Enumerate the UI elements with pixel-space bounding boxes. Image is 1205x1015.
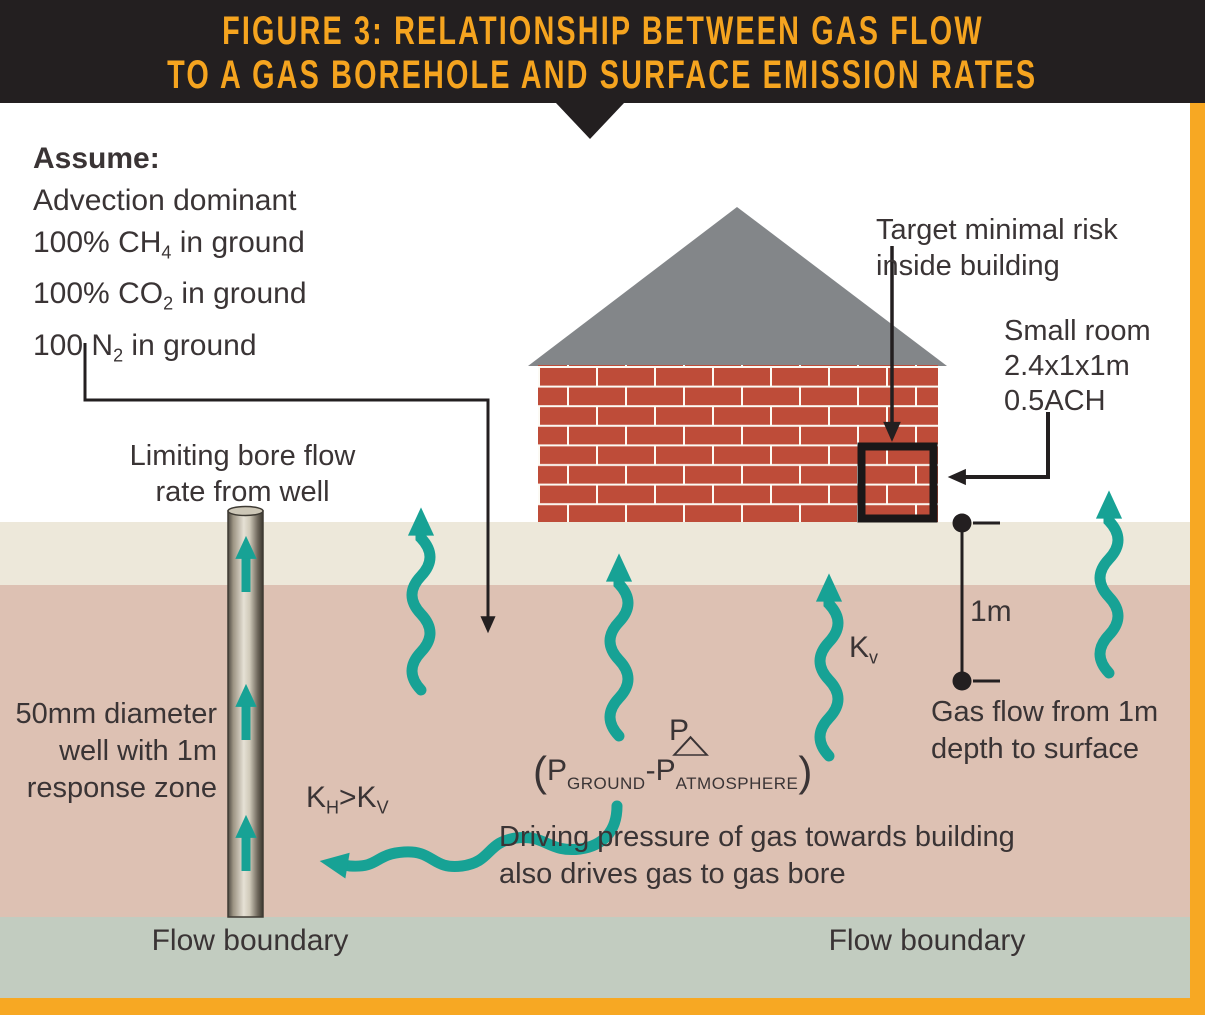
assumptions-heading: Assume: <box>33 142 160 175</box>
small-room-arrow <box>947 412 1050 486</box>
kh-gt-kv-label: KH>KV <box>306 781 389 818</box>
kv-label: Kv <box>849 631 879 668</box>
small-room-label: Small room 2.4x1x1m 0.5ACH <box>1004 314 1151 419</box>
house <box>528 207 947 523</box>
assume-connector-arrow <box>83 343 496 634</box>
flow-boundary-label-left: Flow boundary <box>151 924 349 957</box>
figure-title-line1: FIGURE 3: RELATIONSHIP BETWEEN GAS FLOW <box>221 8 984 53</box>
assumption-co2: 100% CO2 in ground <box>33 277 307 314</box>
gas-arrow-left-of-house <box>406 507 436 696</box>
figure-title-bar: FIGURE 3: RELATIONSHIP BETWEEN GAS FLOW … <box>0 0 1205 103</box>
gas-arrow-under-house <box>604 553 634 742</box>
well-line2: well with 1m <box>59 735 217 767</box>
flow-boundary-layer <box>0 917 1190 998</box>
assumptions-block: Assume: Advection dominant 100% CH4 in g… <box>33 138 307 376</box>
driving-line1: Driving pressure of gas towards building <box>499 821 1015 853</box>
annotation-connectors <box>83 246 1050 634</box>
gas-arrow-kv <box>814 573 844 762</box>
borehole-well <box>227 505 264 918</box>
assumption-n2: 100 N2 in ground <box>33 328 257 365</box>
flow-boundary-label-right: Flow boundary <box>828 924 1026 957</box>
orange-border-right <box>1190 100 1205 1015</box>
surface-layer <box>0 522 1190 585</box>
limiting-line2: rate from well <box>155 476 330 508</box>
assumption-ch4: 100% CH4 in ground <box>33 226 305 263</box>
gas-arrow-far-right <box>1094 490 1124 679</box>
ground-layer <box>0 585 1190 917</box>
limiting-line1: Limiting bore flow <box>129 440 356 472</box>
gas-flow-line2: depth to surface <box>931 733 1139 765</box>
well-line1: 50mm diameter <box>15 698 217 730</box>
driving-line2: also drives gas to gas bore <box>499 858 846 890</box>
delta-p-label: P <box>669 714 690 747</box>
small-room-outline <box>857 442 938 523</box>
one-meter-label: 1m <box>970 595 1012 628</box>
target-minimal-risk-label: Target minimal risk inside building <box>876 212 1118 284</box>
gas-arrow-to-bore <box>319 800 623 879</box>
roof <box>528 207 947 366</box>
small-room-line1: Small room <box>1004 315 1151 347</box>
gas-flow-line1: Gas flow from 1m <box>931 696 1159 728</box>
limiting-bore-flow-label: Limiting bore flow rate from well <box>100 438 385 510</box>
small-room-line2: 2.4x1x1m <box>1004 350 1130 382</box>
driving-pressure-label: Driving pressure of gas towards building… <box>499 819 1015 893</box>
target-line2: inside building <box>876 250 1060 282</box>
gas-emission-arrows <box>319 490 1124 879</box>
formula-row: (PGROUND-P△ATMOSPHERE) <box>533 728 813 795</box>
gas-flow-depth-label: Gas flow from 1m depth to surface <box>931 694 1158 768</box>
target-line1: Target minimal risk <box>876 214 1118 246</box>
orange-border-bottom <box>0 998 1205 1015</box>
delta-triangle-icon: △ <box>671 728 709 759</box>
depth-measure-1m <box>952 513 1000 691</box>
well-description-label: 50mm diameter well with 1m response zone <box>10 696 217 807</box>
assumption-advection: Advection dominant <box>33 184 297 217</box>
small-room-line3: 0.5ACH <box>1004 385 1106 417</box>
well-line3: response zone <box>26 772 217 804</box>
title-bar-notch <box>556 103 624 139</box>
figure-title-line2: TO A GAS BOREHOLE AND SURFACE EMISSION R… <box>167 52 1038 97</box>
